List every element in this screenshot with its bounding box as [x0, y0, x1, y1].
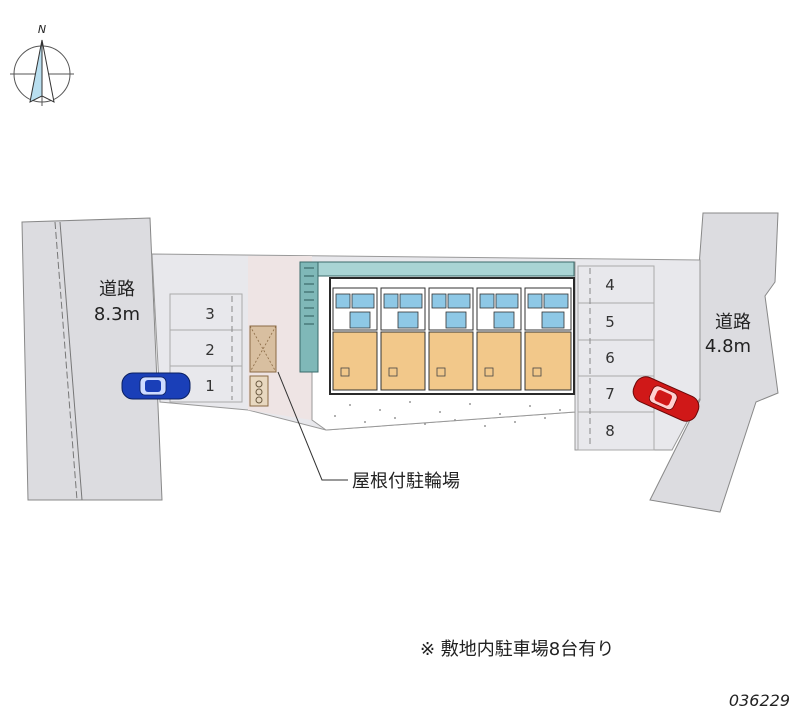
apartment-building — [299, 261, 575, 395]
bicycle-callout-label: 屋根付駐輪場 — [352, 471, 460, 492]
west-road-width: 8.3m — [94, 304, 140, 325]
stall-8: 8 — [605, 422, 615, 440]
bicycle-shelter — [249, 325, 277, 407]
stall-2: 2 — [205, 341, 215, 359]
west-road-name: 道路 — [99, 279, 135, 300]
parking-note: ※ 敷地内駐車場8台有り — [420, 639, 614, 660]
stall-7: 7 — [605, 385, 615, 403]
stall-5: 5 — [605, 313, 615, 331]
gravel-area — [334, 401, 561, 427]
stall-3: 3 — [205, 305, 215, 323]
compass-icon — [10, 39, 74, 106]
stall-6: 6 — [605, 349, 615, 367]
parking-east: 4 5 6 7 8 — [577, 265, 655, 451]
east-road-name: 道路 — [715, 312, 751, 333]
east-road-width: 4.8m — [705, 336, 751, 357]
west-road — [21, 217, 163, 501]
stall-4: 4 — [605, 276, 615, 294]
north-label: N — [38, 23, 46, 36]
id-code: 036229 — [729, 691, 790, 710]
callout-leader — [277, 371, 348, 481]
blue-car-icon — [121, 372, 191, 400]
stair-icon — [299, 261, 319, 373]
red-car-icon — [632, 376, 700, 422]
stall-1: 1 — [205, 377, 215, 395]
